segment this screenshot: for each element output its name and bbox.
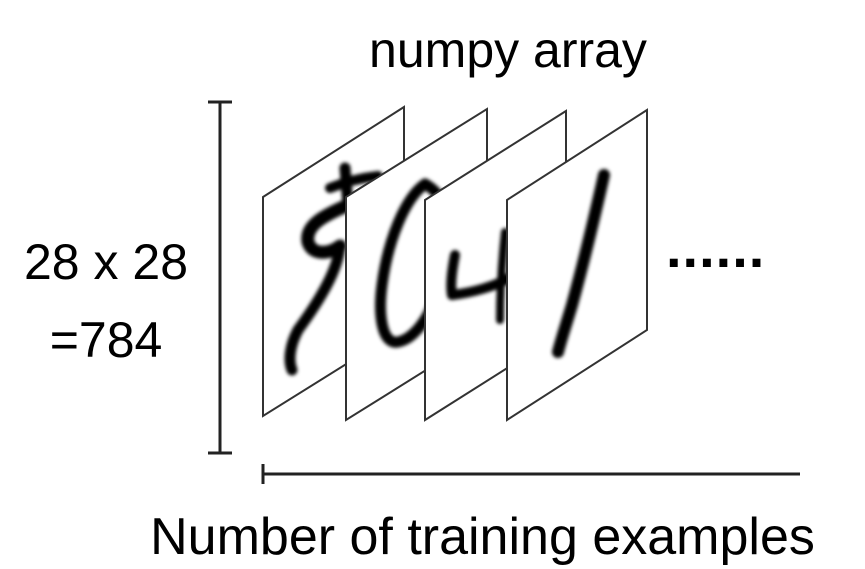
image-size-label-dimensions: 28 x 28: [23, 234, 188, 290]
diagram-title: numpy array: [369, 22, 647, 78]
more-examples-ellipsis: ......: [666, 216, 766, 279]
examples-axis: [261, 464, 800, 484]
handwritten-digit-1: [552, 169, 610, 358]
digit-image-frame-1: [506, 108, 648, 422]
height-bracket: [208, 100, 232, 455]
x-axis-label: Number of training examples: [150, 508, 815, 566]
image-size-label-total: =784: [49, 312, 163, 368]
